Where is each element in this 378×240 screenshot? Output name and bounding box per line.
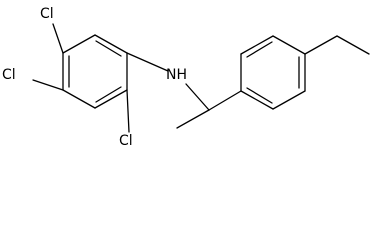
amine-label: NH bbox=[166, 67, 187, 83]
ring1-double-1 bbox=[95, 40, 122, 57]
bond-to-cl-top bbox=[52, 23, 64, 54]
ethylphenyl-ring bbox=[240, 35, 306, 110]
ring1-double-2 bbox=[95, 86, 122, 103]
bond-to-cl-bottom bbox=[126, 89, 130, 133]
ring2-bond-2 bbox=[240, 35, 274, 55]
chlorine-label-top: Cl bbox=[40, 6, 54, 22]
bond-ch2-to-ch3 bbox=[336, 35, 370, 55]
ring2-bond-5 bbox=[272, 90, 306, 110]
chemical-structure-diagram: Cl Cl Cl NH bbox=[2, 6, 370, 149]
bond-ch-to-methyl bbox=[176, 109, 210, 129]
bond-ring2-to-ch2 bbox=[304, 35, 338, 55]
bond-to-cl-left bbox=[32, 79, 64, 91]
ring2-bond-6 bbox=[240, 90, 274, 110]
trichlorophenyl-ring bbox=[62, 34, 128, 109]
chlorine-label-bottom: Cl bbox=[119, 133, 133, 149]
ring2-double-1 bbox=[246, 41, 273, 58]
ring1-bond-4 bbox=[62, 89, 96, 109]
chlorine-label-left: Cl bbox=[2, 67, 16, 83]
ring1-bond-1 bbox=[94, 34, 128, 54]
ring2-bond-3 bbox=[272, 35, 306, 55]
ring1-bond-6 bbox=[62, 34, 96, 54]
bond-nh-to-ch bbox=[185, 83, 210, 111]
structure-canvas: Cl Cl Cl NH bbox=[2, 6, 370, 149]
bond-ring-to-nh bbox=[126, 52, 169, 72]
ring1-bond-3 bbox=[94, 89, 128, 109]
bond-ch-to-ring2 bbox=[208, 90, 242, 111]
ring2-double-3 bbox=[246, 87, 273, 104]
